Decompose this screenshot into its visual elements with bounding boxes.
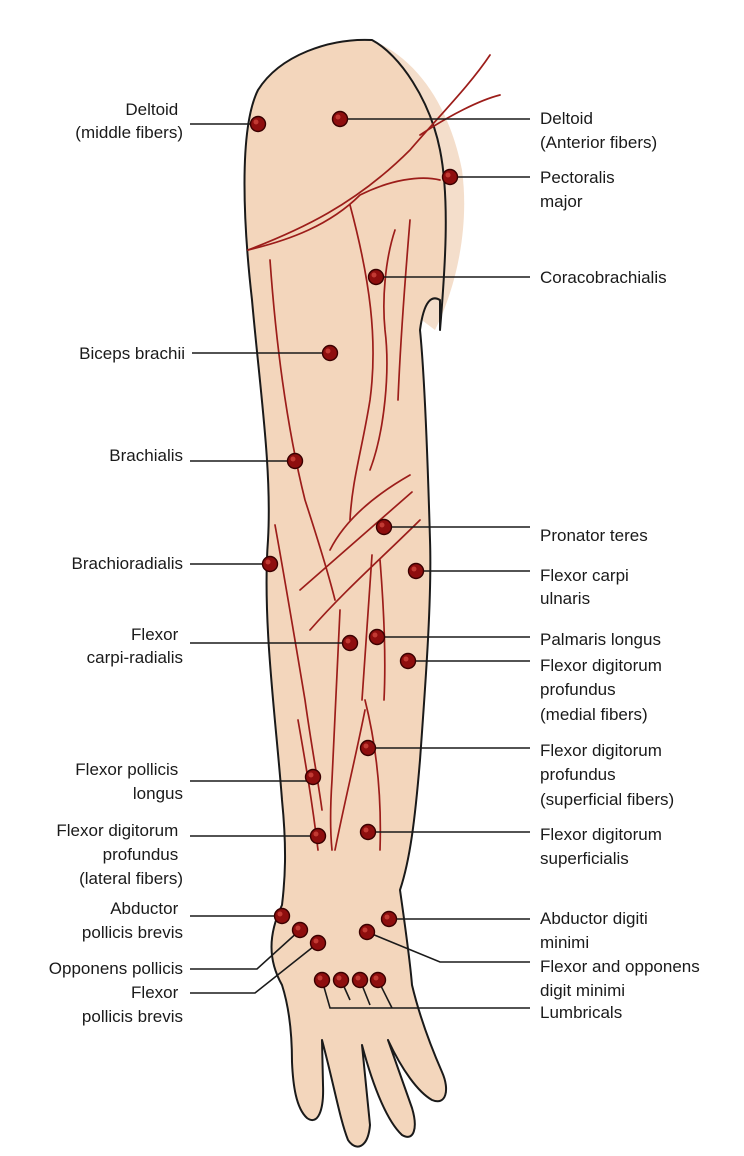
label-coracobrachialis: Coracobrachialis xyxy=(540,268,667,287)
label-flexor-carpi-ulnaris: Flexor carpi ulnaris xyxy=(540,566,634,608)
label-abductor-pollicis-brevis: Abductor pollicis brevis xyxy=(82,899,183,942)
motor-point-flexor-pollicis-brevis xyxy=(311,936,326,951)
motor-point-fdp-medial xyxy=(401,654,416,669)
motor-point-pectoralis-major xyxy=(443,170,458,185)
motor-point-biceps-brachii xyxy=(323,346,338,361)
motor-point-fdp-lateral xyxy=(311,829,326,844)
motor-point-coracobrachialis xyxy=(369,270,384,285)
label-fdp-medial: Flexor digitorum profundus (medial fiber… xyxy=(540,656,667,724)
motor-point-brachioradialis xyxy=(263,557,278,572)
label-fd-superficialis: Flexor digitorum superficialis xyxy=(540,825,667,868)
motor-point-flexor-carpi-radialis xyxy=(343,636,358,651)
label-biceps-brachii: Biceps brachii xyxy=(79,344,185,363)
motor-point-pronator-teres xyxy=(377,520,392,535)
label-flexor-opponens-digiti-minimi: Flexor and opponens digit minimi xyxy=(540,957,704,1000)
motor-point-deltoid-anterior xyxy=(333,112,348,127)
label-pectoralis-major: Pectoralis major xyxy=(540,168,619,211)
motor-point-abductor-pollicis-brevis xyxy=(275,909,290,924)
label-opponens-pollicis: Opponens pollicis xyxy=(49,959,183,978)
motor-point-abductor-digiti-minimi xyxy=(382,912,397,927)
motor-point-lumbrical-4 xyxy=(371,973,386,988)
label-palmaris-longus: Palmaris longus xyxy=(540,630,661,649)
motor-point-flexor-opponens-digiti-minimi xyxy=(360,925,375,940)
motor-point-palmaris-longus xyxy=(370,630,385,645)
label-fdp-lateral: Flexor digitorum profundus (lateral fibe… xyxy=(56,821,183,888)
label-fdp-superficial: Flexor digitorum profundus (superficial … xyxy=(540,741,674,809)
label-flexor-pollicis-longus: Flexor pollicis longus xyxy=(75,760,183,803)
label-flexor-carpi-radialis: Flexor carpi-radialis xyxy=(87,625,183,667)
motor-point-lumbrical-2 xyxy=(334,973,349,988)
label-brachialis: Brachialis xyxy=(109,446,183,465)
label-pronator-teres: Pronator teres xyxy=(540,526,648,545)
label-lumbricals: Lumbricals xyxy=(540,1003,622,1022)
motor-point-deltoid-middle xyxy=(251,117,266,132)
motor-point-flexor-pollicis-longus xyxy=(306,770,321,785)
motor-point-brachialis xyxy=(288,454,303,469)
motor-point-fd-superficialis xyxy=(361,825,376,840)
motor-point-flexor-carpi-ulnaris xyxy=(409,564,424,579)
label-deltoid-anterior: Deltoid (Anterior fibers) xyxy=(540,109,657,152)
motor-point-lumbrical-1 xyxy=(315,973,330,988)
motor-point-opponens-pollicis xyxy=(293,923,308,938)
label-deltoid-middle: Deltoid (middle fibers) xyxy=(75,100,183,142)
label-brachioradialis: Brachioradialis xyxy=(72,554,184,573)
motor-point-lumbrical-3 xyxy=(353,973,368,988)
label-flexor-pollicis-brevis: Flexor pollicis brevis xyxy=(82,983,183,1026)
motor-point-fdp-superficial xyxy=(361,741,376,756)
label-abductor-digiti-minimi: Abductor digiti minimi xyxy=(540,909,652,952)
